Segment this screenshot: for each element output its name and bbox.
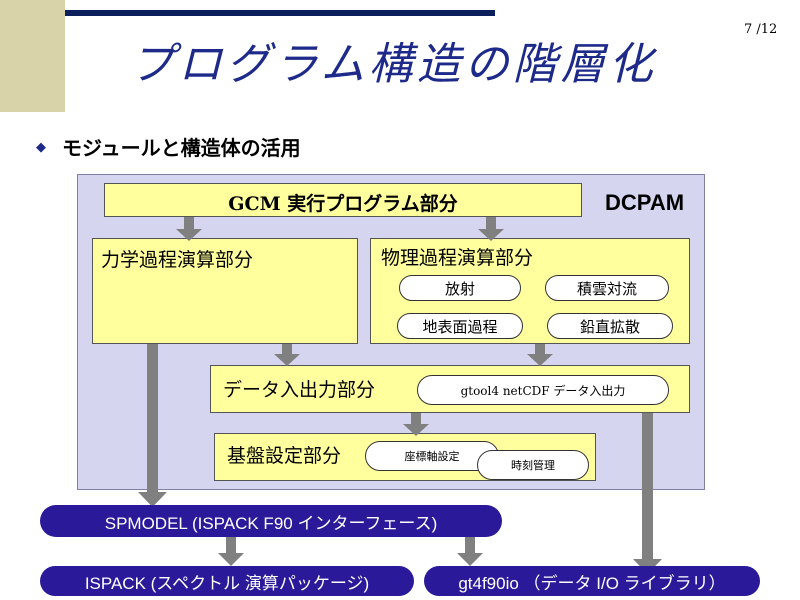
- library-spmodel: SPMODEL (ISPACK F90 インターフェース): [40, 505, 502, 537]
- io-block-label: データ入出力部分: [223, 379, 376, 401]
- module-surface-process: 地表面過程: [397, 313, 523, 339]
- gcm-block: [104, 183, 582, 217]
- header-decor-block: [0, 0, 65, 112]
- page-number: 7 /12: [744, 22, 778, 37]
- module-time-management: 時刻管理: [477, 450, 589, 480]
- arrow-spmodel-to-ispack: [218, 535, 244, 566]
- gcm-block-label: GCM 実行プログラム部分: [228, 193, 458, 215]
- io-block: データ入出力部分 gtool4 netCDF データ入出力: [210, 365, 690, 413]
- dynamics-block-label: 力学過程演算部分: [101, 249, 254, 271]
- library-gt4f90io: gt4f90io （データ I/O ライブラリ）: [424, 566, 760, 596]
- dynamics-block: 力学過程演算部分: [92, 238, 358, 344]
- diamond-bullet-icon: ◆: [36, 140, 46, 155]
- system-label: DCPAM: [605, 190, 685, 215]
- arrow-io-to-base: [403, 413, 429, 436]
- slide-title: プログラム構造の階層化: [130, 39, 657, 90]
- arrow-gcm-to-dynamics: [176, 217, 202, 241]
- physics-block: 物理過程演算部分 放射 積雲対流 地表面過程 鉛直拡散: [370, 238, 690, 344]
- arrow-gcm-to-physics: [478, 217, 504, 241]
- module-cumulus-convection: 積雲対流: [545, 275, 669, 301]
- arrow-physics-to-io: [527, 344, 553, 366]
- arrow-spmodel-to-gt4f90io: [457, 535, 483, 566]
- arrow-dynamics-to-spmodel: [138, 344, 167, 507]
- base-block-label: 基盤設定部分: [227, 445, 342, 467]
- module-radiation: 放射: [399, 275, 521, 301]
- header-decor-line: [65, 10, 495, 16]
- module-coordinate-setting: 座標軸設定: [365, 441, 499, 471]
- physics-block-label: 物理過程演算部分: [381, 247, 534, 269]
- module-vertical-diffusion: 鉛直拡散: [547, 313, 673, 339]
- library-ispack: ISPACK (スペクトル 演算パッケージ): [40, 566, 414, 596]
- arrow-io-to-gt4f90io: [633, 413, 662, 574]
- arrow-dynamics-to-io: [274, 344, 300, 366]
- base-block: 基盤設定部分 座標軸設定 時刻管理: [214, 433, 596, 481]
- bullet-text: モジュールと構造体の活用: [62, 136, 301, 160]
- module-gtool4-io: gtool4 netCDF データ入出力: [417, 375, 669, 405]
